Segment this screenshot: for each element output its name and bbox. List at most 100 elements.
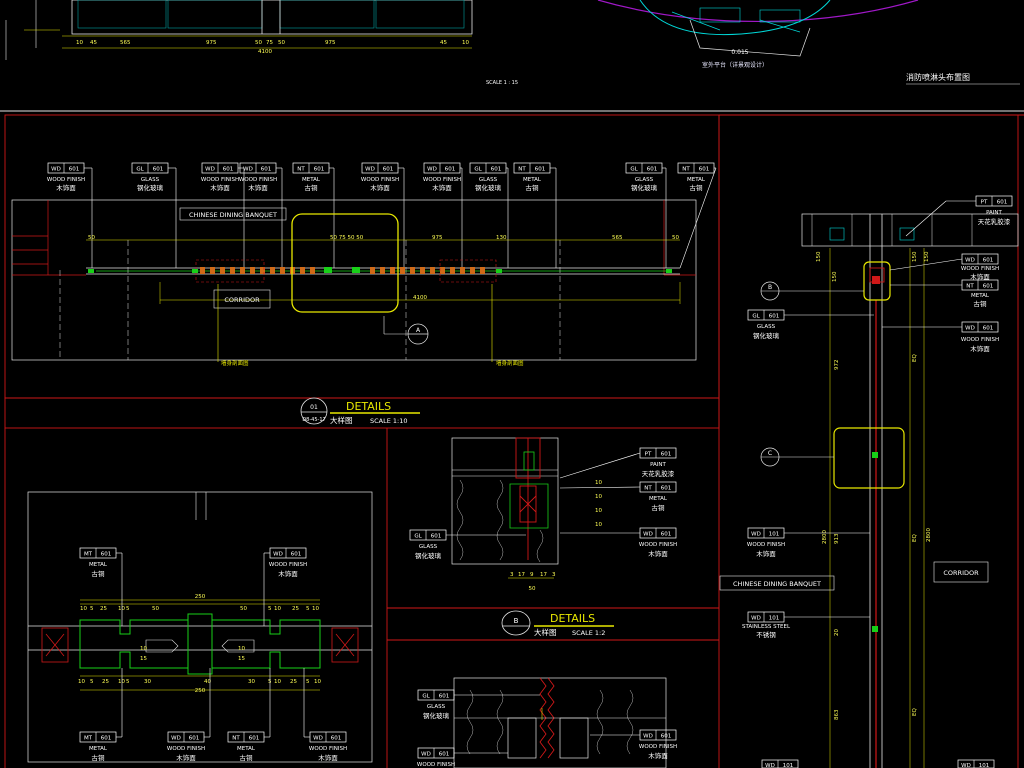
svg-text:METAL: METAL <box>89 562 108 568</box>
svg-text:WD: WD <box>51 167 61 173</box>
svg-text:601: 601 <box>647 167 658 173</box>
svg-text:601: 601 <box>699 167 710 173</box>
ring-node-label: 0.015 <box>731 49 748 56</box>
svg-text:不锈钢: 不锈钢 <box>756 630 776 639</box>
detail-left-side-dim-2: 15 <box>140 656 147 662</box>
svg-text:METAL: METAL <box>649 496 668 502</box>
svg-text:10: 10 <box>274 679 281 685</box>
svg-text:601: 601 <box>661 486 672 492</box>
tag-metal-b: NT 601 METAL 古铜 <box>559 481 677 512</box>
details-a-ref: D8-45-17 <box>302 417 325 423</box>
plan-dim-565: 565 <box>612 235 623 241</box>
svg-text:古铜: 古铜 <box>526 183 540 192</box>
tag-glass-lower: GL 601 GLASS 钢化玻璃 <box>417 689 540 720</box>
svg-text:10: 10 <box>314 679 321 685</box>
svg-text:40: 40 <box>204 679 211 685</box>
plan-dim-50-left: 50 <box>88 235 95 241</box>
tag-wood-finish-lower-left: WD 601 WOOD FINISH <box>417 747 508 768</box>
svg-text:WOOD FINISH: WOOD FINISH <box>639 542 677 548</box>
detail-left-top-dims: 10 5 25 10 5 50 50 5 10 25 5 10 <box>80 606 319 612</box>
svg-text:601: 601 <box>661 532 672 538</box>
svg-text:601: 601 <box>769 314 780 320</box>
svg-text:601: 601 <box>331 736 342 742</box>
svg-text:WOOD FINISH: WOOD FINISH <box>423 177 461 183</box>
svg-text:钢化玻璃: 钢化玻璃 <box>137 183 164 192</box>
tag-paint-b: PT 601 PAINT 天花乳胶漆 <box>559 447 677 479</box>
right-dim-left-5: 863 <box>834 709 840 720</box>
svg-text:GLASS: GLASS <box>427 704 446 710</box>
details-b-title: DETAILS <box>550 612 595 625</box>
svg-text:601: 601 <box>249 736 260 742</box>
svg-text:601: 601 <box>101 736 112 742</box>
svg-text:601: 601 <box>661 734 672 740</box>
svg-text:METAL: METAL <box>971 293 990 299</box>
svg-text:WD: WD <box>961 763 971 768</box>
tag-wood-finish-b: WD 601 WOOD FINISH 木饰面 <box>560 527 677 558</box>
svg-text:5: 5 <box>90 606 94 612</box>
tag-wood-finish-4: WD 601 WOOD FINISH 木饰面 <box>361 162 399 192</box>
svg-text:NT: NT <box>682 167 690 173</box>
svg-text:101: 101 <box>769 532 780 538</box>
svg-text:101: 101 <box>783 763 794 768</box>
top-dim-4: 975 <box>206 40 217 46</box>
svg-text:木饰面: 木饰面 <box>370 183 390 192</box>
top-dim-6: 75 <box>266 40 273 46</box>
svg-text:25: 25 <box>290 679 297 685</box>
svg-text:5: 5 <box>126 606 130 612</box>
right-dim-left-2: 2800 <box>822 530 828 544</box>
tag-wood-finish-bot-2: WD 601 WOOD FINISH 木饰面 <box>303 668 347 762</box>
detail-left-side-dim-3: 10 <box>238 646 245 652</box>
svg-text:10: 10 <box>595 480 602 486</box>
svg-text:NT: NT <box>644 486 652 492</box>
tag-glass-1: GL 601 GLASS 钢化玻璃 <box>131 162 169 192</box>
svg-text:WD: WD <box>243 167 253 173</box>
plan-dim-line: 50 50 75 50 50 975 130 565 50 4100 <box>86 235 681 304</box>
plan-view: 50 50 75 50 50 975 130 565 50 4100 CHINE… <box>11 199 697 367</box>
svg-text:601: 601 <box>445 167 456 173</box>
svg-text:木饰面: 木饰面 <box>318 753 338 762</box>
details-a-subtitle: 大样图 <box>330 415 353 425</box>
details-b-total: 50 <box>529 586 536 592</box>
svg-text:10: 10 <box>312 606 319 612</box>
svg-text:PAINT: PAINT <box>986 210 1002 216</box>
top-dim-8: 975 <box>325 40 336 46</box>
plan-room-corridor: CORRIDOR <box>224 296 260 304</box>
svg-text:钢化玻璃: 钢化玻璃 <box>475 183 502 192</box>
tag-wood-finish-lower-right: WD 601 WOOD FINISH 木饰面 <box>590 729 677 760</box>
svg-text:NT: NT <box>297 167 305 173</box>
svg-text:3: 3 <box>552 572 556 578</box>
svg-text:WD: WD <box>965 258 975 264</box>
svg-text:25: 25 <box>102 679 109 685</box>
detail-left-section: 250 250 10 5 25 10 5 50 50 5 10 25 5 10 … <box>27 491 373 763</box>
plan-dim-total: 4100 <box>413 295 427 301</box>
svg-text:10: 10 <box>595 494 602 500</box>
plan-section-marker-a: A <box>416 327 421 334</box>
svg-text:GL: GL <box>752 314 760 320</box>
tag-metal-mt-top: MT 601 METAL 古铜 <box>79 547 123 626</box>
svg-text:GL: GL <box>414 534 422 540</box>
top-scale-label: SCALE 1 : 15 <box>486 80 518 86</box>
svg-text:601: 601 <box>261 167 272 173</box>
svg-text:WD: WD <box>421 752 431 758</box>
details-title-a: 01 D8-45-17 DETAILS 大样图 SCALE 1:10 <box>300 397 420 425</box>
svg-text:5: 5 <box>306 606 310 612</box>
svg-text:601: 601 <box>69 167 80 173</box>
svg-text:601: 601 <box>314 167 325 173</box>
svg-text:5: 5 <box>126 679 130 685</box>
svg-text:PT: PT <box>981 200 988 206</box>
detail-left-side-dim-1: 10 <box>140 646 147 652</box>
svg-text:601: 601 <box>291 552 302 558</box>
tag-wood-101-right-4: WD 101 <box>957 759 995 768</box>
svg-text:GL: GL <box>422 694 430 700</box>
svg-text:601: 601 <box>153 167 164 173</box>
right-dim-top-4: 150 <box>924 251 930 262</box>
svg-text:601: 601 <box>223 167 234 173</box>
svg-text:STAINLESS STEEL: STAINLESS STEEL <box>742 624 791 630</box>
svg-text:WD: WD <box>765 763 775 768</box>
svg-text:MT: MT <box>84 552 93 558</box>
svg-text:古铜: 古铜 <box>974 299 988 308</box>
svg-text:GL: GL <box>136 167 144 173</box>
svg-text:9: 9 <box>530 572 534 578</box>
tag-glass-3: GL 601 GLASS 钢化玻璃 <box>625 162 663 192</box>
svg-text:10: 10 <box>78 679 85 685</box>
